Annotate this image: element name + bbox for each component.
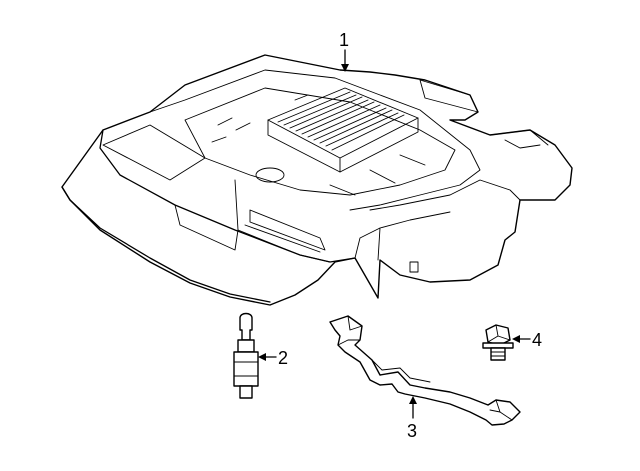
- callout-label-1: 1: [339, 30, 349, 50]
- callout-label-2: 2: [278, 348, 288, 368]
- stud-part-2: [233, 312, 259, 399]
- engine-cover-part-1: [61, 54, 573, 306]
- callout-leaders: [258, 49, 531, 419]
- bolt-part-4: [482, 324, 514, 361]
- bracket-part-3: [329, 315, 521, 426]
- callout-label-4: 4: [532, 330, 542, 350]
- callout-label-3: 3: [407, 421, 417, 441]
